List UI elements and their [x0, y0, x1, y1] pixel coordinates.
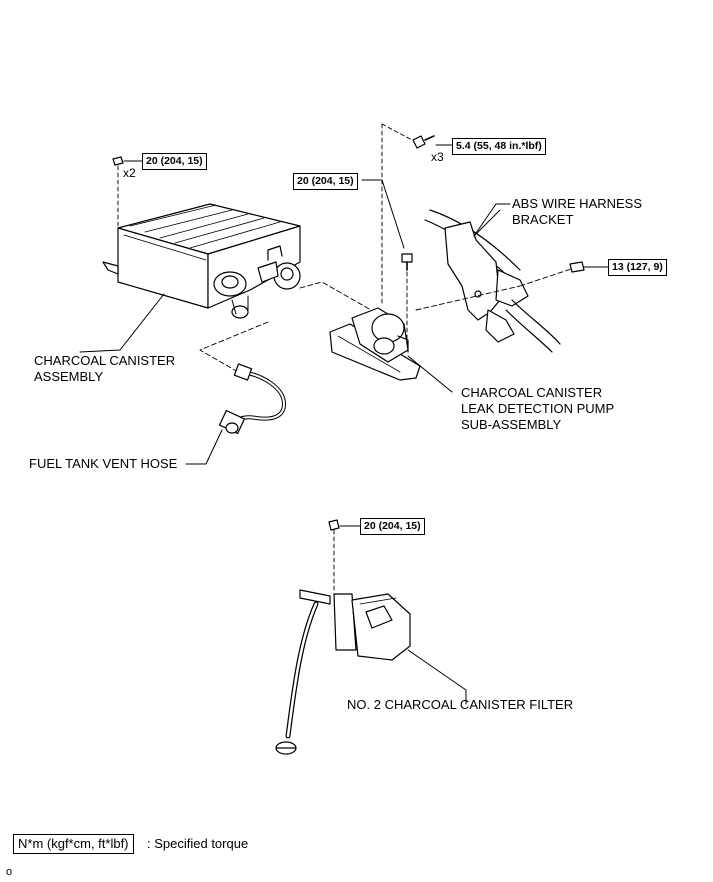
- bracket-bolt-drawing: [381, 123, 453, 306]
- leak-pump-label-line1: CHARCOAL CANISTER: [461, 385, 603, 400]
- leak-pump-label-line3: SUB-ASSEMBLY: [461, 417, 562, 432]
- bolt-icon: [569, 261, 585, 273]
- abs-bracket-drawing: [415, 209, 609, 353]
- pump-bolt-torque: 20 (204, 15): [293, 173, 358, 190]
- nut-icon: [112, 156, 124, 166]
- footer-mark: o: [6, 866, 13, 878]
- bracket-bolt-torque: 5.4 (55, 48 in.*lbf): [452, 138, 546, 155]
- charcoal-canister-label-line2: ASSEMBLY: [34, 369, 104, 384]
- filter-nut-torque: 20 (204, 15): [360, 518, 425, 535]
- no2-canister-filter-drawing: [275, 519, 467, 755]
- no2-filter-label: NO. 2 CHARCOAL CANISTER FILTER: [347, 697, 574, 712]
- bolt-icon: [401, 253, 413, 263]
- abs-bolt-torque: 13 (127, 9): [608, 259, 667, 276]
- nut-icon: [328, 519, 340, 531]
- canister-nut-quantity: x2: [123, 166, 136, 180]
- charcoal-canister-label-line1: CHARCOAL CANISTER: [34, 353, 176, 368]
- charcoal-canister-label: CHARCOAL CANISTER ASSEMBLY: [34, 353, 175, 385]
- bolt-icon: [412, 135, 426, 149]
- torque-legend-description: : Specified torque: [147, 836, 249, 851]
- abs-bracket-label-line1: ABS WIRE HARNESS: [512, 196, 643, 211]
- bracket-bolt-quantity: x3: [431, 150, 444, 164]
- charcoal-canister-drawing: [102, 203, 301, 319]
- torque-unit-legend: N*m (kgf*cm, ft*lbf): [13, 834, 134, 854]
- abs-bracket-label-line2: BRACKET: [512, 212, 574, 227]
- leak-detection-pump-drawing: [329, 307, 421, 381]
- leak-pump-label-line2: LEAK DETECTION PUMP: [461, 401, 615, 416]
- canister-nut-torque: 20 (204, 15): [142, 153, 207, 170]
- fuel-tank-vent-hose-drawing: [218, 363, 286, 435]
- canister-nut-drawing: [112, 156, 144, 259]
- leak-detection-pump-label: CHARCOAL CANISTER LEAK DETECTION PUMP SU…: [461, 385, 614, 433]
- abs-bracket-label: ABS WIRE HARNESS BRACKET: [512, 196, 642, 228]
- fuel-tank-vent-hose-label: FUEL TANK VENT HOSE: [29, 456, 178, 471]
